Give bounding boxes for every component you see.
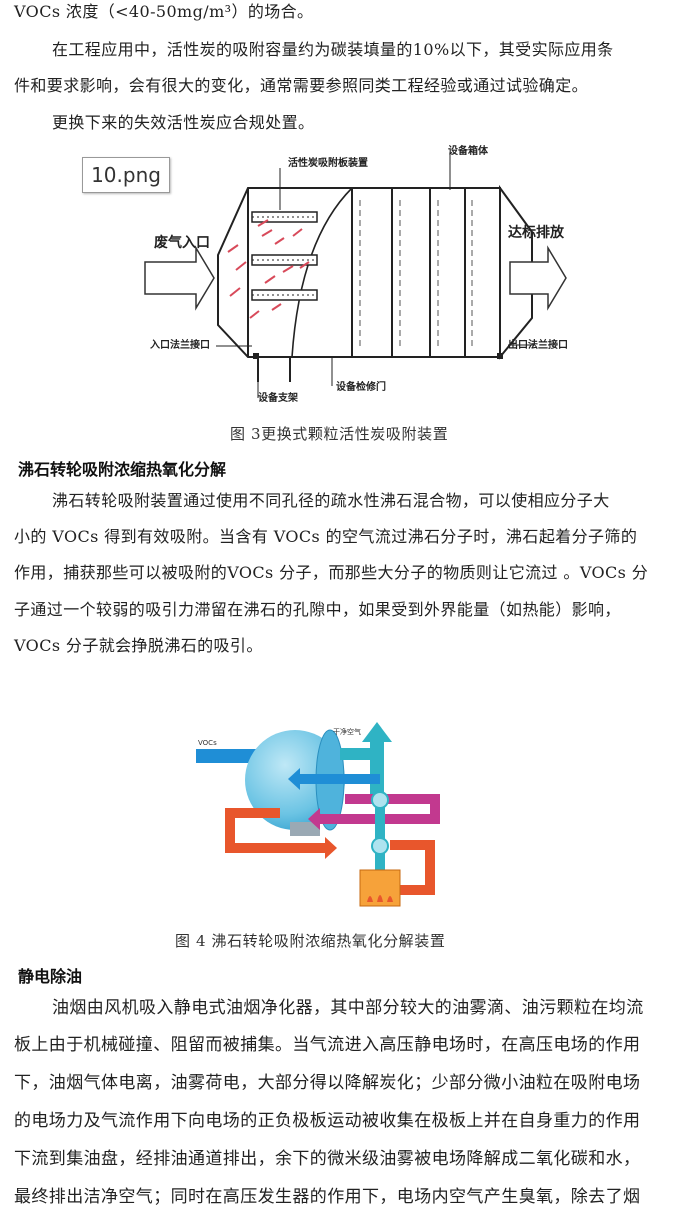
intro-line-3: 件和要求影响，会有很大的变化，通常需要参照同类工程经验或通过试验确定。 <box>14 76 589 95</box>
section2-line-2: 板上由于机械碰撞、阻留而被捕集。当气流进入高压静电场时，在高压电场的作用 <box>14 1035 641 1055</box>
intro-line-2: 在工程应用中，活性炭的吸附容量约为碳装填量的10%以下，其受实际应用条 <box>52 40 614 59</box>
section1-line-1: 沸石转轮吸附装置通过使用不同孔径的疏水性沸石混合物，可以使相应分子大 <box>52 491 610 510</box>
image-filename-tag: 10.png <box>82 157 170 193</box>
inlet-label: 废气入口 <box>154 235 210 251</box>
clean-air-label: 干净空气 <box>333 728 361 736</box>
section2-line-4: 的电场力及气流作用下向电场的正负极板运动被收集在极板上并在自身重力的作用 <box>14 1111 641 1131</box>
section2-line-3: 下，油烟气体电离，油雾荷电，大部分得以降解炭化；少部分微小油粒在吸附电场 <box>14 1073 641 1093</box>
zeolite-rotor-diagram <box>196 722 440 907</box>
outlet-label: 达标排放 <box>508 225 564 241</box>
section1-line-5: VOCs 分子就会挣脱沸石的吸引。 <box>14 636 263 655</box>
intro-line-4: 更换下来的失效活性炭应合规处置。 <box>52 113 315 132</box>
activated-carbon-adsorber-diagram <box>144 152 567 398</box>
support-label: 设备支架 <box>258 393 298 404</box>
figure-3-caption: 图 3更换式颗粒活性炭吸附装置 <box>230 425 449 443</box>
section2-line-1: 油烟由风机吸入静电式油烟净化器，其中部分较大的油雾滴、油污颗粒在均流 <box>52 998 644 1018</box>
section1-line-2: 小的 VOCs 得到有效吸附。当含有 VOCs 的空气流过沸石分子时，沸石起着分… <box>14 527 638 546</box>
section1-line-4: 子通过一个较弱的吸引力滞留在沸石的孔隙中，如果受到外界能量（如热能）影响， <box>14 600 621 619</box>
section2-line-5: 下流到集油盘，经排油通道排出，余下的微米级油雾被电场降解成二氧化碳和水， <box>14 1149 641 1169</box>
access-door-label: 设备检修门 <box>336 382 386 393</box>
figure-4-caption: 图 4 沸石转轮吸附浓缩热氧化分解装置 <box>175 932 446 950</box>
section-heading-zeolite: 沸石转轮吸附浓缩热氧化分解 <box>18 460 227 479</box>
outlet-flange-label: 出口法兰接口 <box>508 340 568 351</box>
adsorb-plate-label: 活性炭吸附板装置 <box>288 158 368 169</box>
section-heading-electrostatic: 静电除油 <box>18 967 83 986</box>
section2-line-6: 最终排出洁净空气；同时在高压发生器的作用下，电场内空气产生臭氧，除去了烟 <box>14 1187 641 1207</box>
intro-line-1: VOCs 浓度（<40-50mg/m³）的场合。 <box>14 2 314 21</box>
vocs-label: VOCs <box>198 739 217 747</box>
inlet-flange-label: 入口法兰接口 <box>150 340 210 351</box>
section1-line-3: 作用，捕获那些可以被吸附的VOCs 分子，而那些大分子的物质则让它流过 。VOC… <box>14 563 649 582</box>
housing-label: 设备箱体 <box>448 146 488 157</box>
